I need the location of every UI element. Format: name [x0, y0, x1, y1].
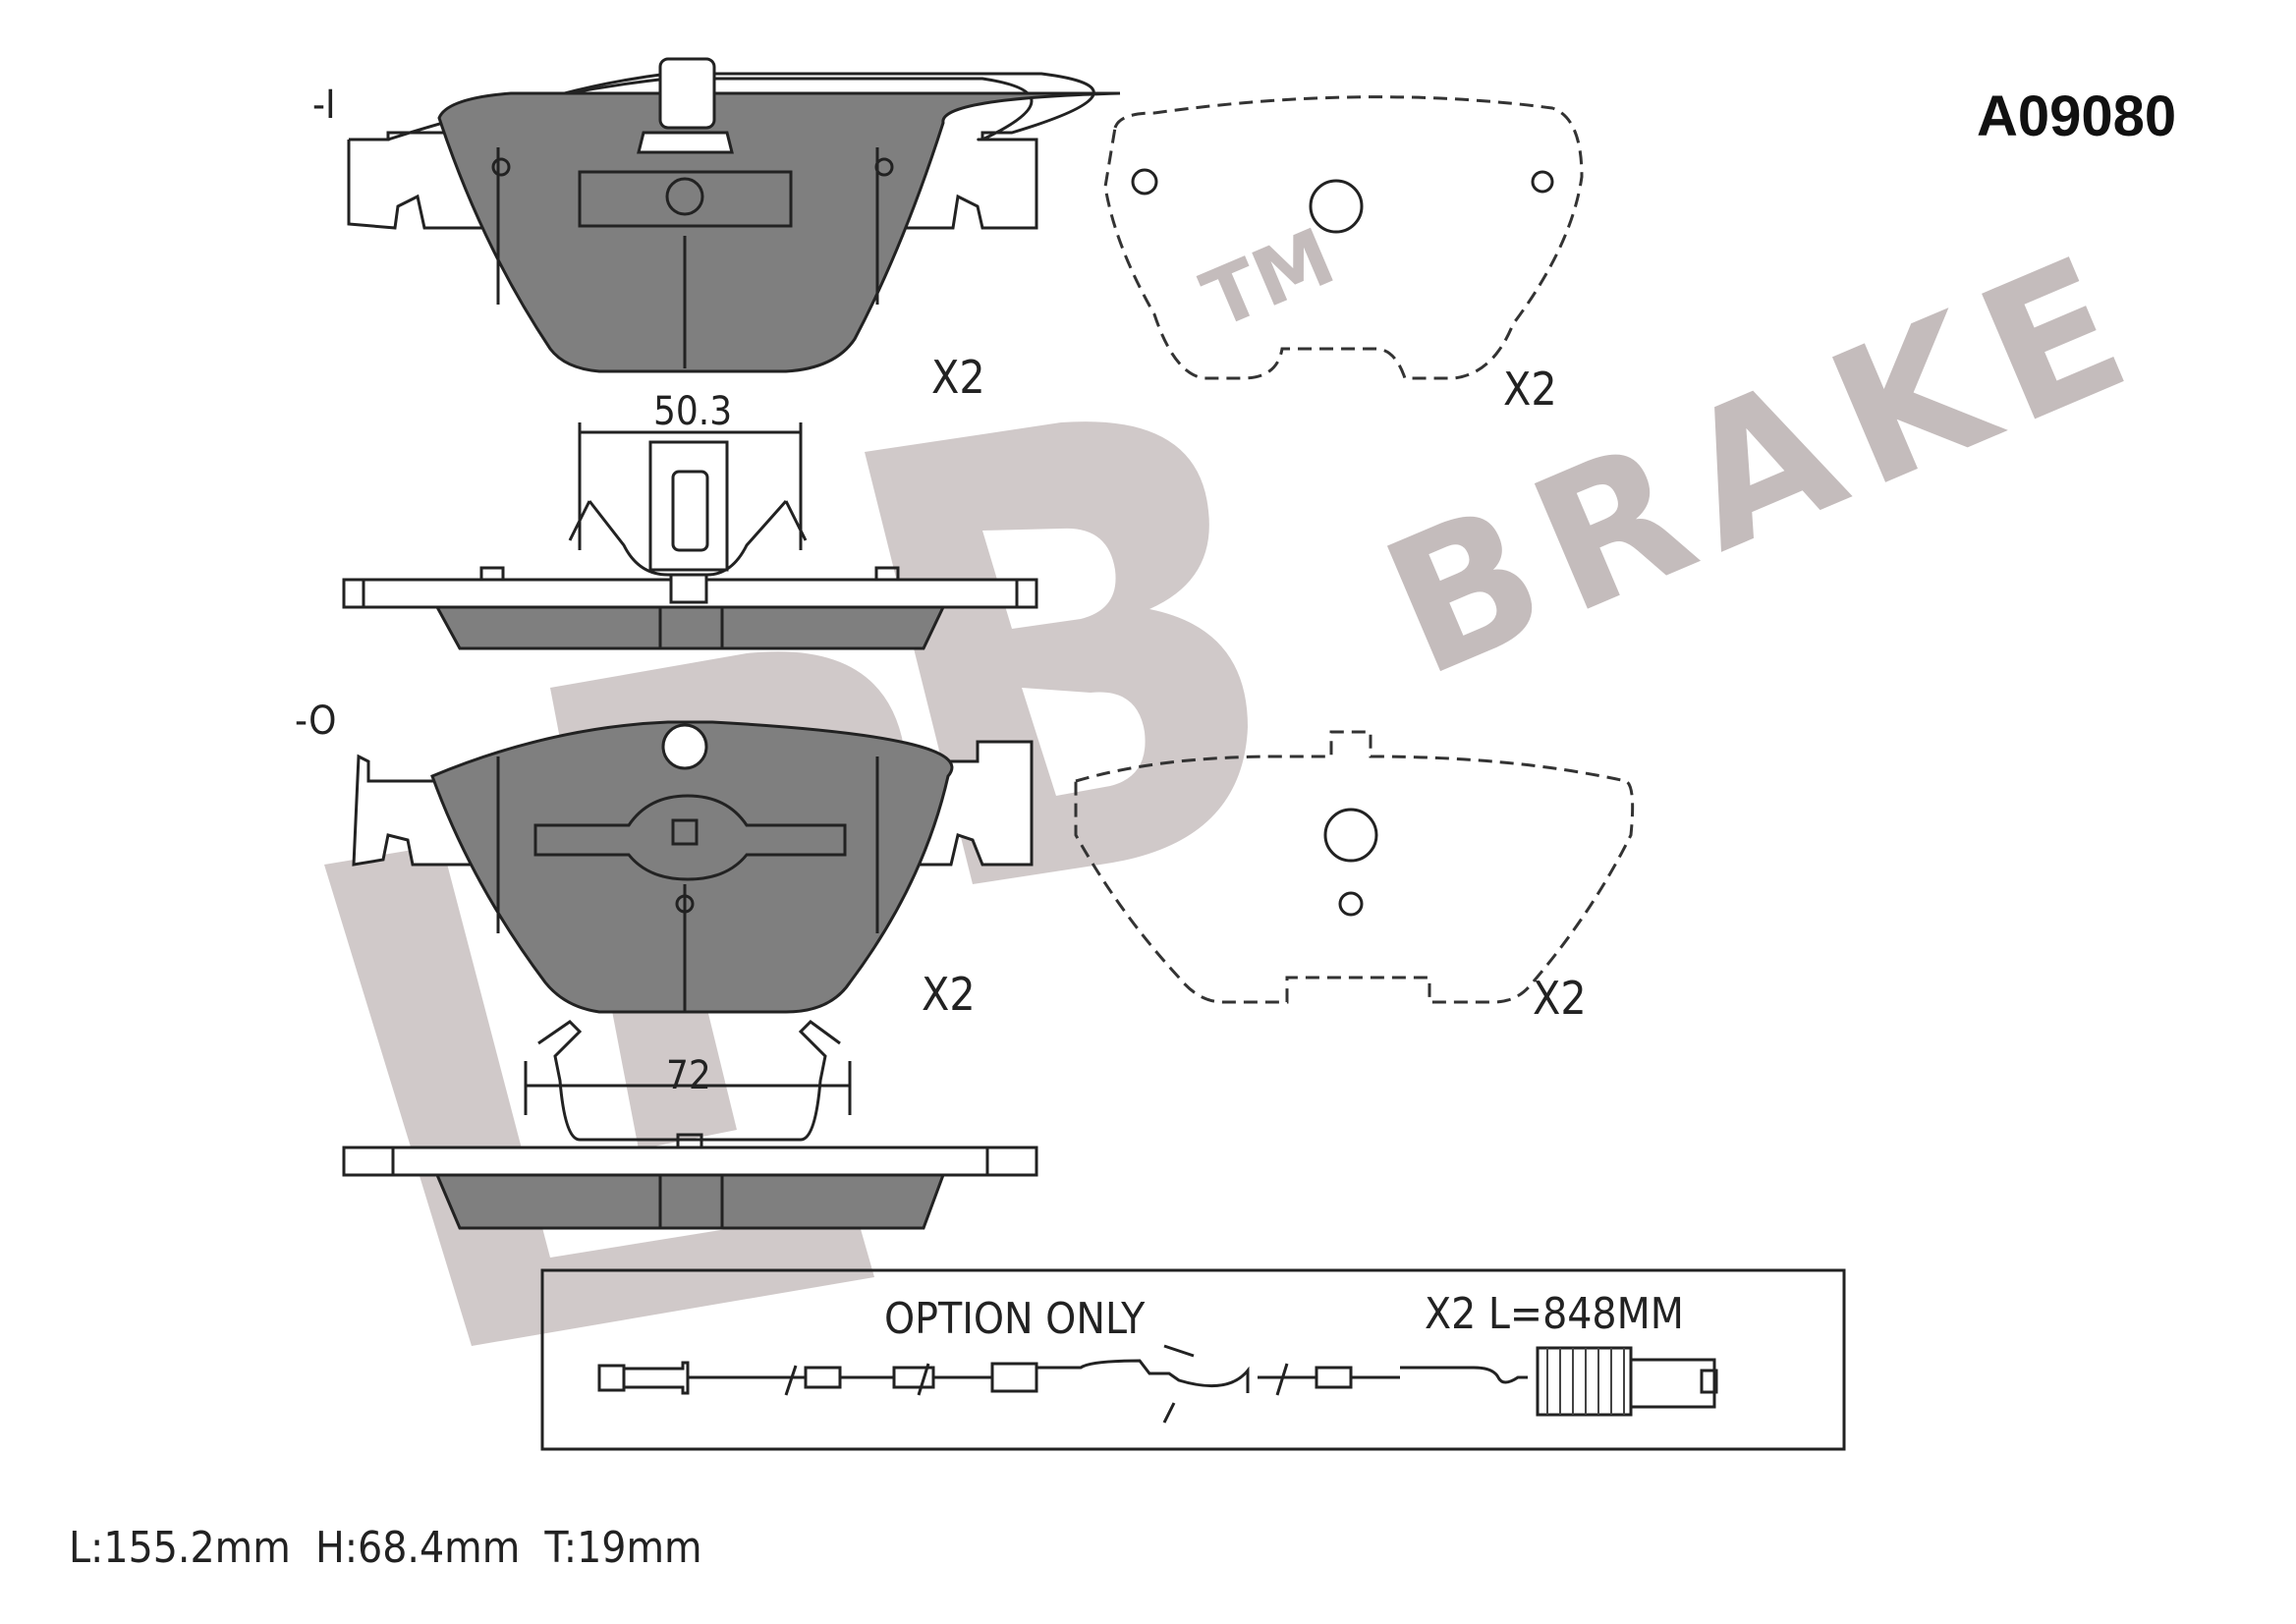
outer-pad-marker: -I: [312, 83, 336, 128]
outer-shim-outline: [1103, 95, 1584, 380]
sensor-spec-label: X2 L=848MM: [1425, 1289, 1684, 1339]
outer-pad-front-view: [347, 57, 1121, 373]
watermark-trademark: TM: [1190, 210, 1347, 346]
pad-dimensions: L:155.2mm H:68.4mm T:19mm: [69, 1523, 702, 1573]
outer-shim-holes: [1131, 168, 1554, 234]
inner-shim-quantity: X2: [1533, 972, 1587, 1025]
wear-sensor-cable: [597, 1344, 1718, 1424]
sensor-option-label: OPTION ONLY: [884, 1294, 1146, 1344]
part-number: A09080: [1977, 84, 2176, 148]
watermark-tagline: BRAKE: [1357, 209, 2170, 718]
inner-pad-quantity: X2: [922, 968, 976, 1021]
outer-pad-width-dimension: 50.3: [653, 389, 732, 434]
inner-shim-holes: [1323, 808, 1378, 917]
inner-pad-width-dimension: 72: [666, 1053, 711, 1098]
outer-shim-quantity: X2: [1503, 363, 1557, 416]
inner-pad-marker: -O: [295, 699, 336, 744]
inner-pad-front-view: [352, 720, 1034, 1014]
inner-pad-side-view: [342, 1020, 1038, 1230]
inner-shim-outline: [1074, 730, 1635, 1004]
outer-pad-side-view: [342, 422, 1038, 650]
outer-pad-quantity: X2: [931, 351, 985, 404]
sensor-box: [540, 1268, 1846, 1451]
